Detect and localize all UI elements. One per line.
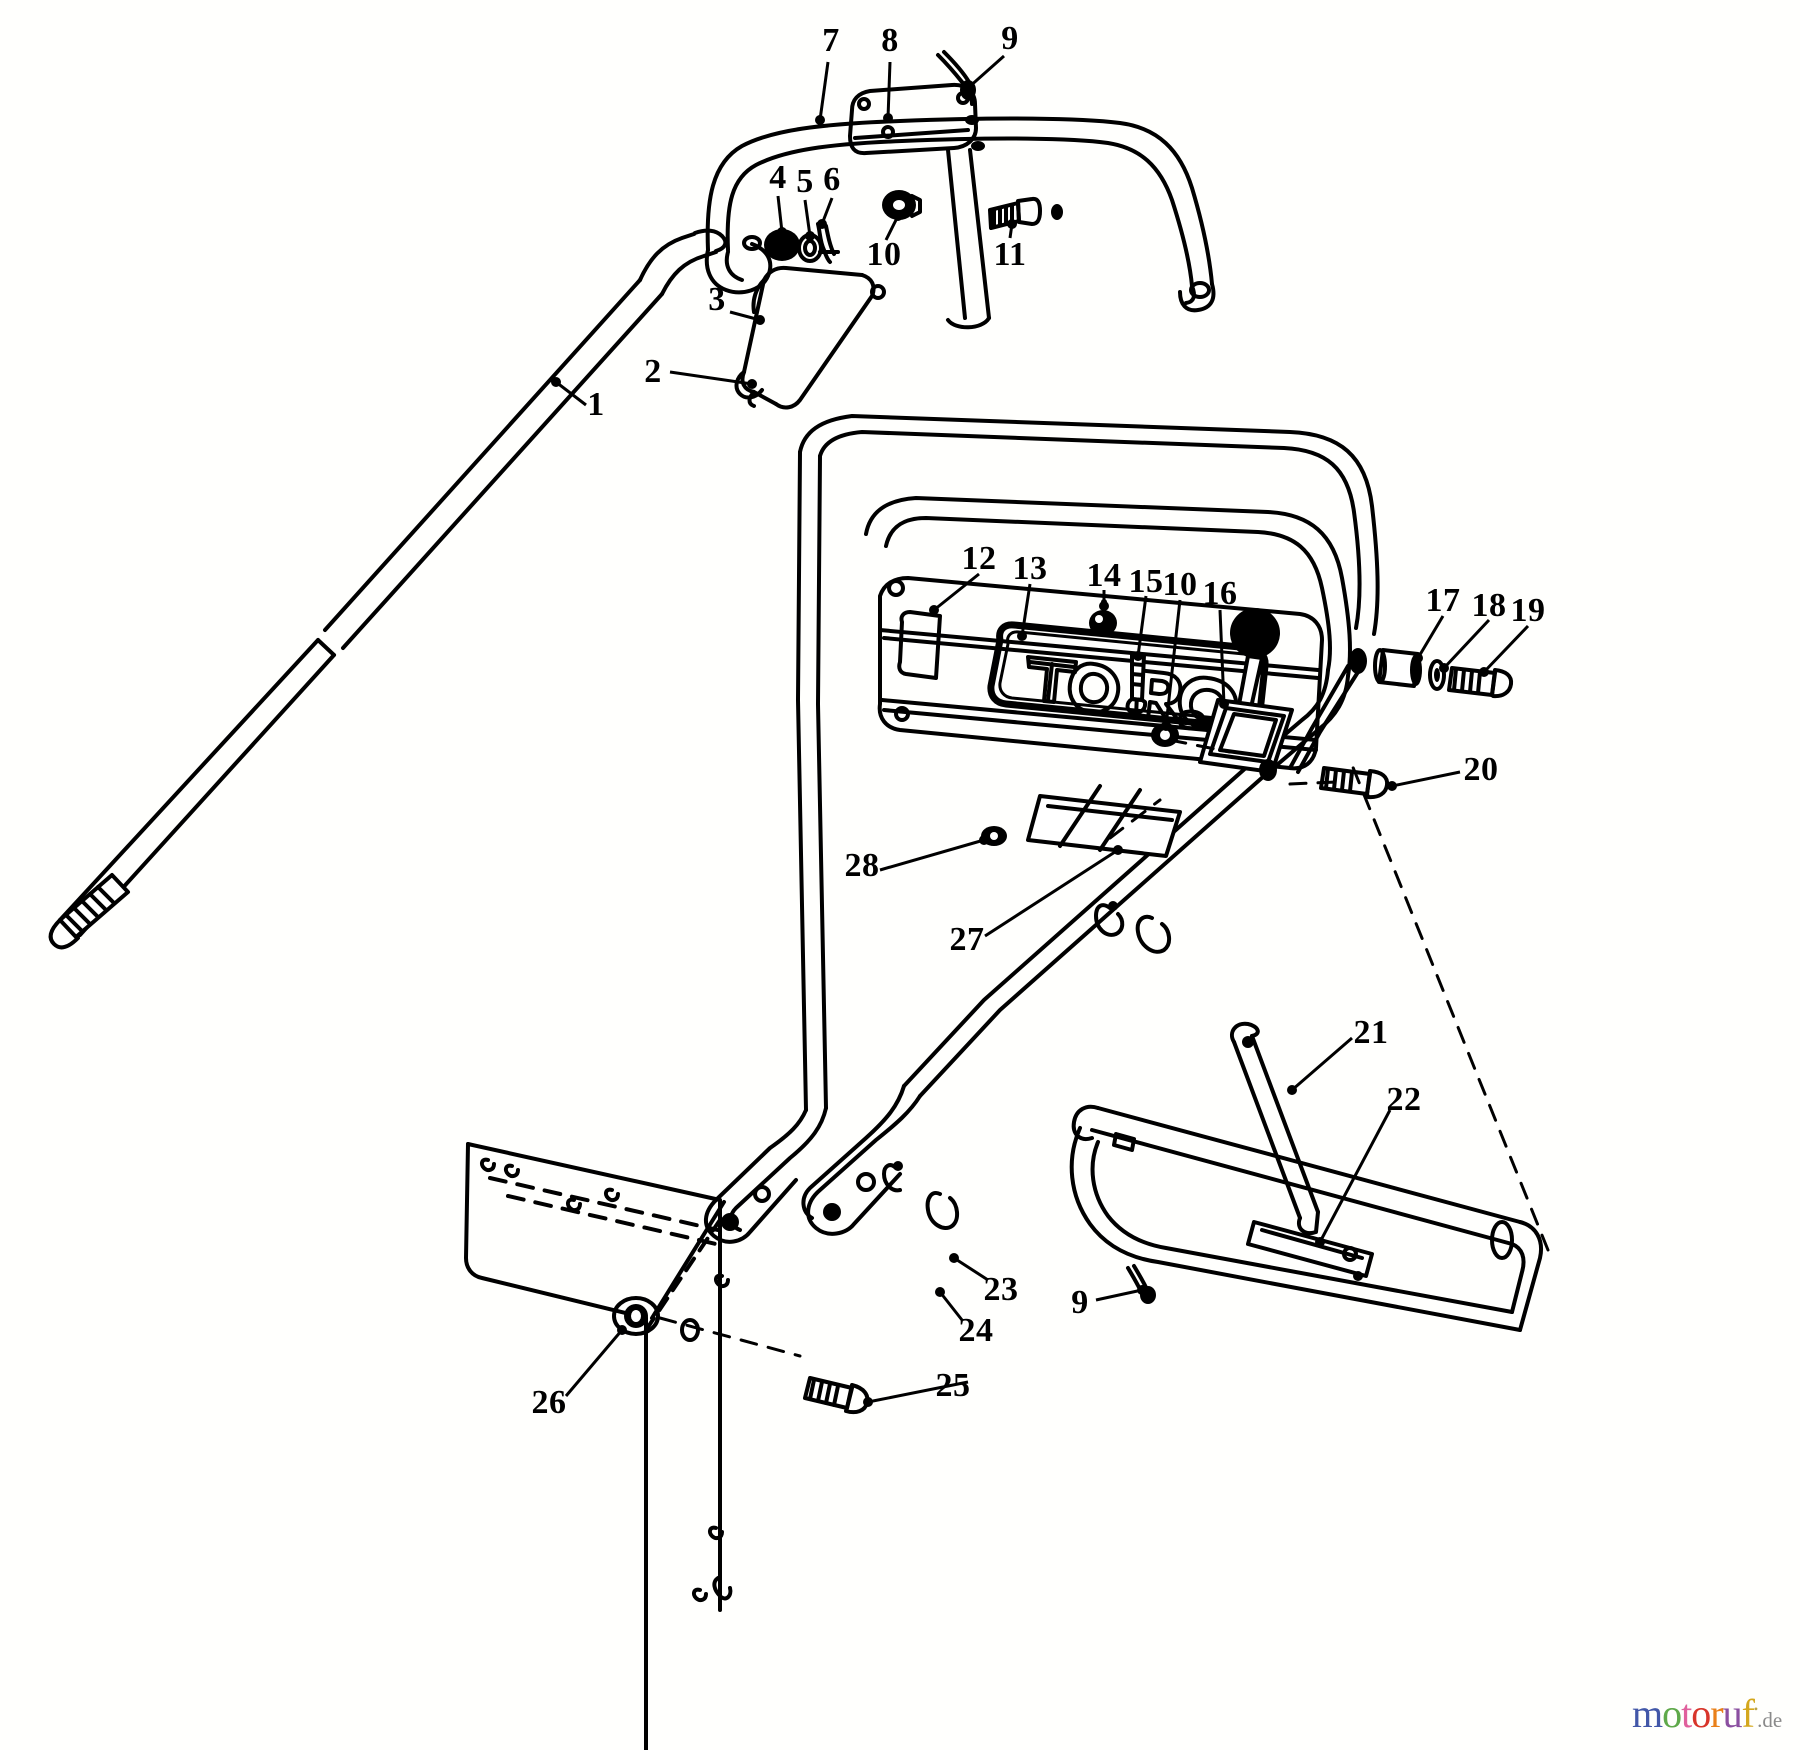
callout-number-13: 13 — [1012, 550, 1048, 587]
nut-10-console — [1151, 723, 1179, 747]
watermark-letters: motoruf — [1632, 1691, 1755, 1736]
callout-number-23: 23 — [983, 1271, 1019, 1308]
watermark-letter-r-4: r — [1710, 1691, 1723, 1736]
watermark-dot-accent: • — [1753, 1701, 1758, 1716]
callout-number-4: 4 — [769, 159, 787, 196]
callout-number-9: 9 — [1001, 20, 1019, 57]
spacer-17 — [1373, 648, 1422, 688]
callout-number-6: 6 — [823, 161, 841, 198]
callout-number-3: 3 — [708, 281, 726, 318]
callout-number-19: 19 — [1510, 592, 1546, 629]
pivot-lug-right — [1288, 648, 1367, 774]
callout-number-17: 17 — [1425, 582, 1461, 619]
watermark-letter-o-3: o — [1691, 1691, 1711, 1736]
watermark-letter-m-0: m — [1632, 1691, 1663, 1736]
callout-number-22: 22 — [1386, 1081, 1422, 1118]
callout-number-15: 15 — [1128, 563, 1164, 600]
callout-number-28: 28 — [844, 847, 880, 884]
watermark-letter-f-6: f — [1741, 1691, 1755, 1736]
lower-handle-frame — [704, 414, 1380, 1244]
watermark-letter-u-5: u — [1722, 1691, 1743, 1736]
callout-number-25: 25 — [935, 1367, 971, 1404]
callout-number-11: 11 — [993, 236, 1027, 273]
shift-lever-16 — [1198, 608, 1294, 774]
callout-number-24: 24 — [958, 1312, 994, 1349]
nut-10-upper — [882, 190, 922, 220]
watermark-letter-o-1: o — [1662, 1691, 1682, 1736]
callout-number-16: 16 — [1202, 575, 1238, 612]
upper-handle-bar — [704, 116, 1216, 313]
callout-number-9: 9 — [1071, 1284, 1089, 1321]
callout-number-26: 26 — [531, 1384, 567, 1421]
callout-number-2: 2 — [644, 353, 662, 390]
lower-bracket-27 — [1026, 784, 1182, 858]
watermark-suffix: .de — [1757, 1708, 1783, 1732]
handle-pin-lugs — [881, 115, 985, 151]
roller-bar-22 — [1069, 1104, 1543, 1332]
callout-number-10: 10 — [1162, 566, 1198, 603]
fastener-28 — [981, 826, 1007, 846]
callout-number-5: 5 — [796, 163, 814, 200]
threaded-rod-1 — [48, 228, 728, 950]
screw-15 — [1125, 652, 1148, 715]
callout-number-18: 18 — [1471, 587, 1507, 624]
callout-number-14: 14 — [1086, 557, 1122, 594]
callout-number-8: 8 — [881, 22, 899, 59]
motoruf-watermark: motoruf•.de — [1632, 1694, 1782, 1734]
callout-number-1: 1 — [587, 386, 605, 423]
upper-handle-crosstube — [946, 148, 991, 330]
flange-nut-26 — [612, 1296, 660, 1336]
callout-number-12: 12 — [961, 540, 997, 577]
washer-18 — [1428, 659, 1446, 691]
chassis-bracket — [464, 1142, 733, 1750]
watermark-letter-t-2: t — [1681, 1691, 1692, 1736]
callout-number-7: 7 — [822, 22, 840, 59]
callout-number-10: 10 — [866, 236, 902, 273]
callout-number-20: 20 — [1463, 751, 1499, 788]
callout-number-27: 27 — [949, 921, 985, 958]
lift-rod-21 — [1229, 1021, 1320, 1235]
callout-number-21: 21 — [1353, 1014, 1389, 1051]
